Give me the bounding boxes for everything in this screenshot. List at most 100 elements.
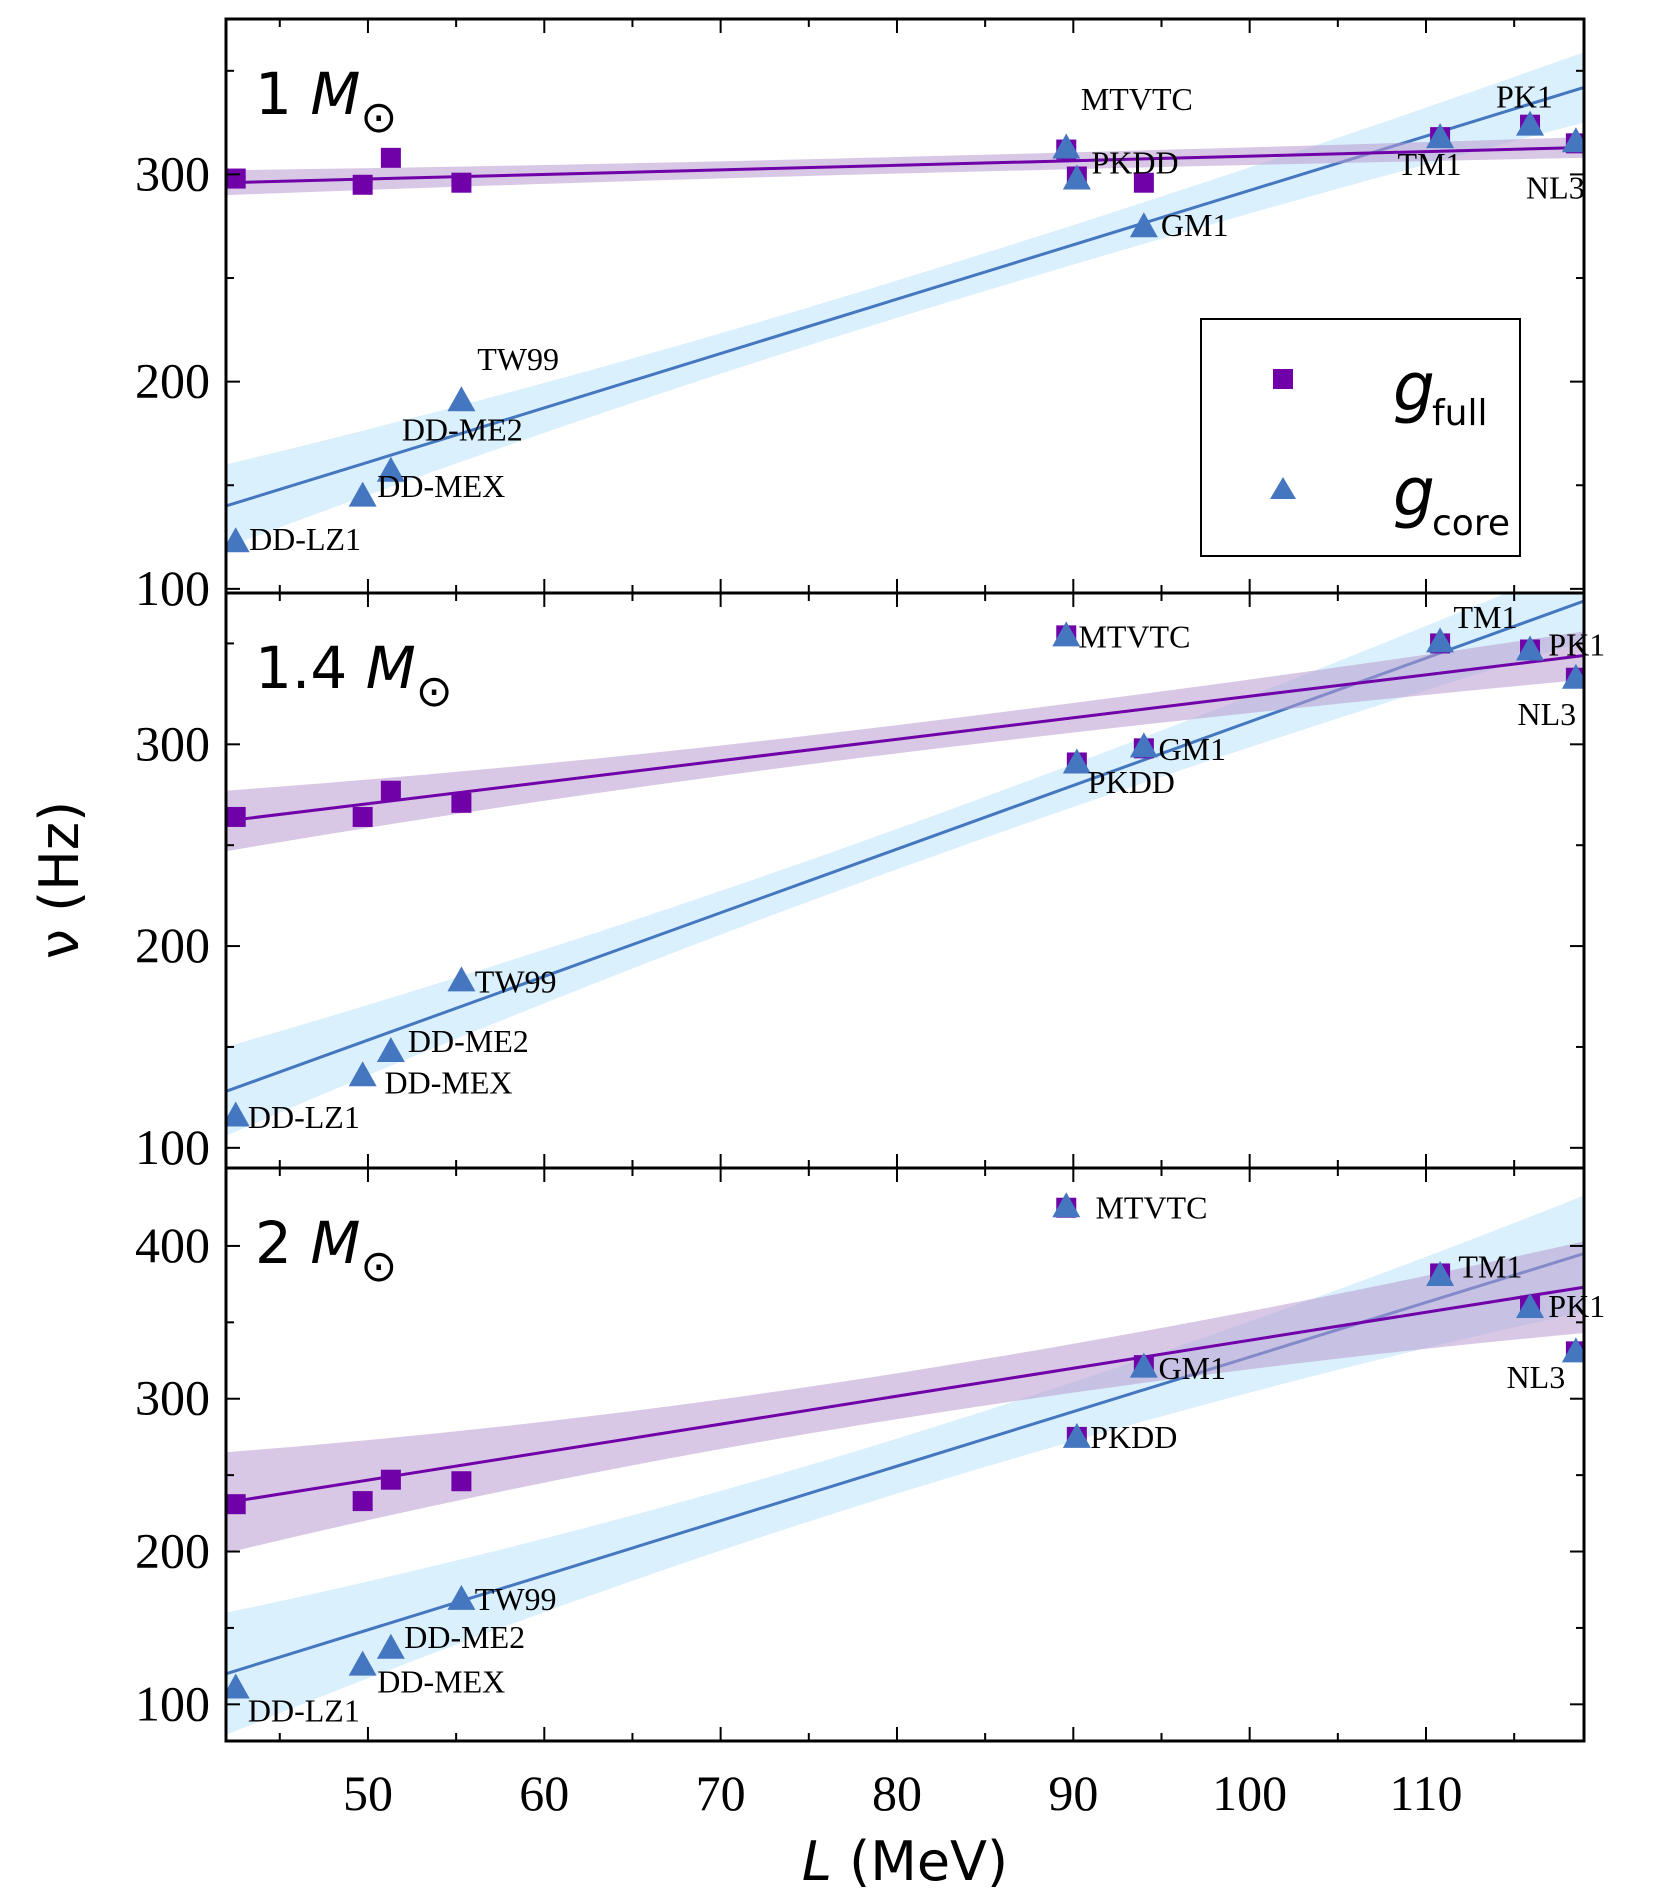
x-tick-label: 50 (343, 1765, 393, 1821)
panel-1-full-point-DD-LZ1 (226, 168, 246, 189)
x-tick-label: 100 (1212, 1765, 1287, 1821)
panel-1-core-point-TW99 (447, 386, 476, 412)
panel-3-full-fit-line (226, 1285, 1584, 1505)
panel-3-model-label: DD-LZ1 (248, 1693, 360, 1729)
panel-2-core-point-DD-ME2 (376, 1036, 405, 1062)
panel-3-core-point-GM1 (1129, 1352, 1158, 1378)
panel-2-model-label: GM1 (1158, 731, 1226, 767)
panel-1-core-point-GM1 (1129, 212, 1158, 238)
panel-3-frame (224, 1166, 1586, 1743)
x-tick-label: 70 (696, 1765, 746, 1821)
panel-1-plot-area (226, 52, 1584, 553)
panel-3-plot-area (226, 1192, 1584, 1735)
panel-3-full-point-DD-LZ1 (226, 1494, 246, 1515)
panel-3-core-point-DD-LZ1 (226, 1673, 250, 1699)
panel-3-model-label: GM1 (1158, 1350, 1226, 1386)
panel-2-core-point-NL3 (1561, 663, 1584, 689)
panel-3-model-label: NL3 (1507, 1359, 1566, 1395)
panel-3-core-point-PKDD (1062, 1422, 1091, 1448)
panel-3-model-label: DD-MEX (377, 1664, 505, 1700)
panel-3-mass-label: 2 M⊙ (255, 1209, 397, 1292)
panel-2-model-label: TW99 (475, 964, 557, 1000)
panel-2-model-label: PKDD (1088, 764, 1175, 800)
panel-1-model-label: NL3 (1526, 169, 1585, 205)
panel-1-core-point-NL3 (1561, 127, 1584, 153)
panel-3-y-tick-label: 200 (135, 1523, 210, 1579)
panel-1-model-label: DD-MEX (377, 468, 505, 504)
panel-2-full-point-DD-LZ1 (226, 806, 246, 827)
panel-3-y-tick-label: 300 (135, 1370, 210, 1426)
panel-1-model-label: GM1 (1161, 207, 1229, 243)
x-tick-label: 90 (1048, 1765, 1098, 1821)
panel-2-core-point-PKDD (1062, 748, 1091, 774)
x-tick-label: 110 (1389, 1765, 1462, 1821)
panel-2-y-tick-label: 100 (135, 1119, 210, 1175)
panel-1-model-label: PKDD (1091, 145, 1178, 181)
panel-1-model-label: DD-ME2 (402, 411, 523, 447)
panel-2-model-label: NL3 (1518, 696, 1577, 732)
panel-1-core-point-PK1 (1516, 110, 1545, 136)
panel-3-model-label: TW99 (475, 1581, 557, 1617)
panel-3-full-point-DD-MEX (352, 1491, 373, 1512)
panel-1-model-label: PK1 (1496, 79, 1553, 115)
panel-2-full-point-DD-ME2 (380, 780, 401, 801)
panel-2-core-point-DD-LZ1 (226, 1101, 250, 1127)
panel-1-model-label: TW99 (477, 341, 559, 377)
panel-2-y-tick-label: 300 (135, 715, 210, 771)
panel-2-core-point-TM1 (1426, 627, 1455, 653)
sun-symbol: ⊙ (416, 666, 453, 717)
panel-3-model-label: DD-ME2 (404, 1619, 525, 1655)
panel-1-core-point-TM1 (1426, 123, 1455, 149)
panel-1-model-label: MTVTC (1081, 81, 1193, 117)
mass-symbol: M (366, 634, 416, 702)
legend-marker-triangle (1270, 477, 1296, 499)
panel-3-core-point-DD-MEX (348, 1650, 377, 1676)
legend-label-full-base: g (1393, 349, 1435, 426)
panel-1-core-point-DD-LZ1 (226, 527, 250, 553)
panel-2-model-label: PK1 (1548, 627, 1605, 663)
panel-2-core-point-MTVTC (1052, 621, 1081, 647)
panel-3-model-label: PK1 (1548, 1288, 1605, 1324)
legend-label-full-sub: full (1432, 393, 1488, 434)
legend: g full g core (1200, 318, 1521, 557)
panel-2-y-tick-label: 200 (135, 917, 210, 973)
panel-3-y-tick-label: 400 (135, 1217, 210, 1273)
panel-2-mass-label: 1.4 M⊙ (255, 634, 453, 717)
panel-2-model-label: DD-LZ1 (248, 1099, 360, 1135)
panel-2-model-label: DD-MEX (385, 1064, 513, 1100)
x-tick-label: 80 (872, 1765, 922, 1821)
panel-2-core-point-GM1 (1129, 732, 1158, 758)
panel-3-y-tick-label: 100 (135, 1675, 210, 1731)
x-axis-unit: (MeV) (832, 1830, 1008, 1893)
panel-2-model-label: TM1 (1453, 599, 1517, 635)
panel-2-core-point-PK1 (1516, 635, 1545, 661)
panel-1-y-tick-label: 300 (135, 145, 210, 201)
panel-2-core-point-DD-MEX (348, 1061, 377, 1087)
panel-1-full-point-TW99 (451, 172, 472, 193)
x-tick-label: 60 (519, 1765, 569, 1821)
panel-3-core-point-DD-ME2 (376, 1633, 405, 1659)
legend-marker-square (1273, 369, 1293, 389)
panel-3-core-point-TW99 (447, 1584, 476, 1610)
panel-2-model-label: MTVTC (1078, 619, 1190, 655)
legend-label-core-base: g (1393, 454, 1435, 531)
x-axis-symbol: L (802, 1830, 832, 1893)
sun-symbol: ⊙ (360, 1241, 397, 1292)
x-axis-label: L (MeV) (802, 1830, 1008, 1893)
panel-1-core-point-DD-MEX (348, 481, 377, 507)
legend-box (1200, 318, 1521, 557)
panel-1-y-tick-label: 200 (135, 353, 210, 409)
panel-1-core-point-MTVTC (1052, 133, 1081, 159)
panel-2-core-point-TW99 (447, 966, 476, 992)
panel-3-full-point-DD-ME2 (380, 1469, 401, 1490)
panel-3-core-point-TM1 (1426, 1260, 1455, 1286)
panel-1-core-band (226, 52, 1584, 548)
panel-3-core-point-NL3 (1561, 1337, 1584, 1363)
panel-1-full-point-GM1 (1133, 172, 1154, 193)
panel-3-core-point-MTVTC (1052, 1192, 1081, 1218)
panel-2-full-point-TW99 (451, 792, 472, 813)
mass-symbol: M (310, 60, 360, 128)
panel-2-plot-area (226, 593, 1584, 1136)
panel-2-model-label: DD-ME2 (408, 1023, 529, 1059)
sun-symbol: ⊙ (360, 92, 397, 143)
